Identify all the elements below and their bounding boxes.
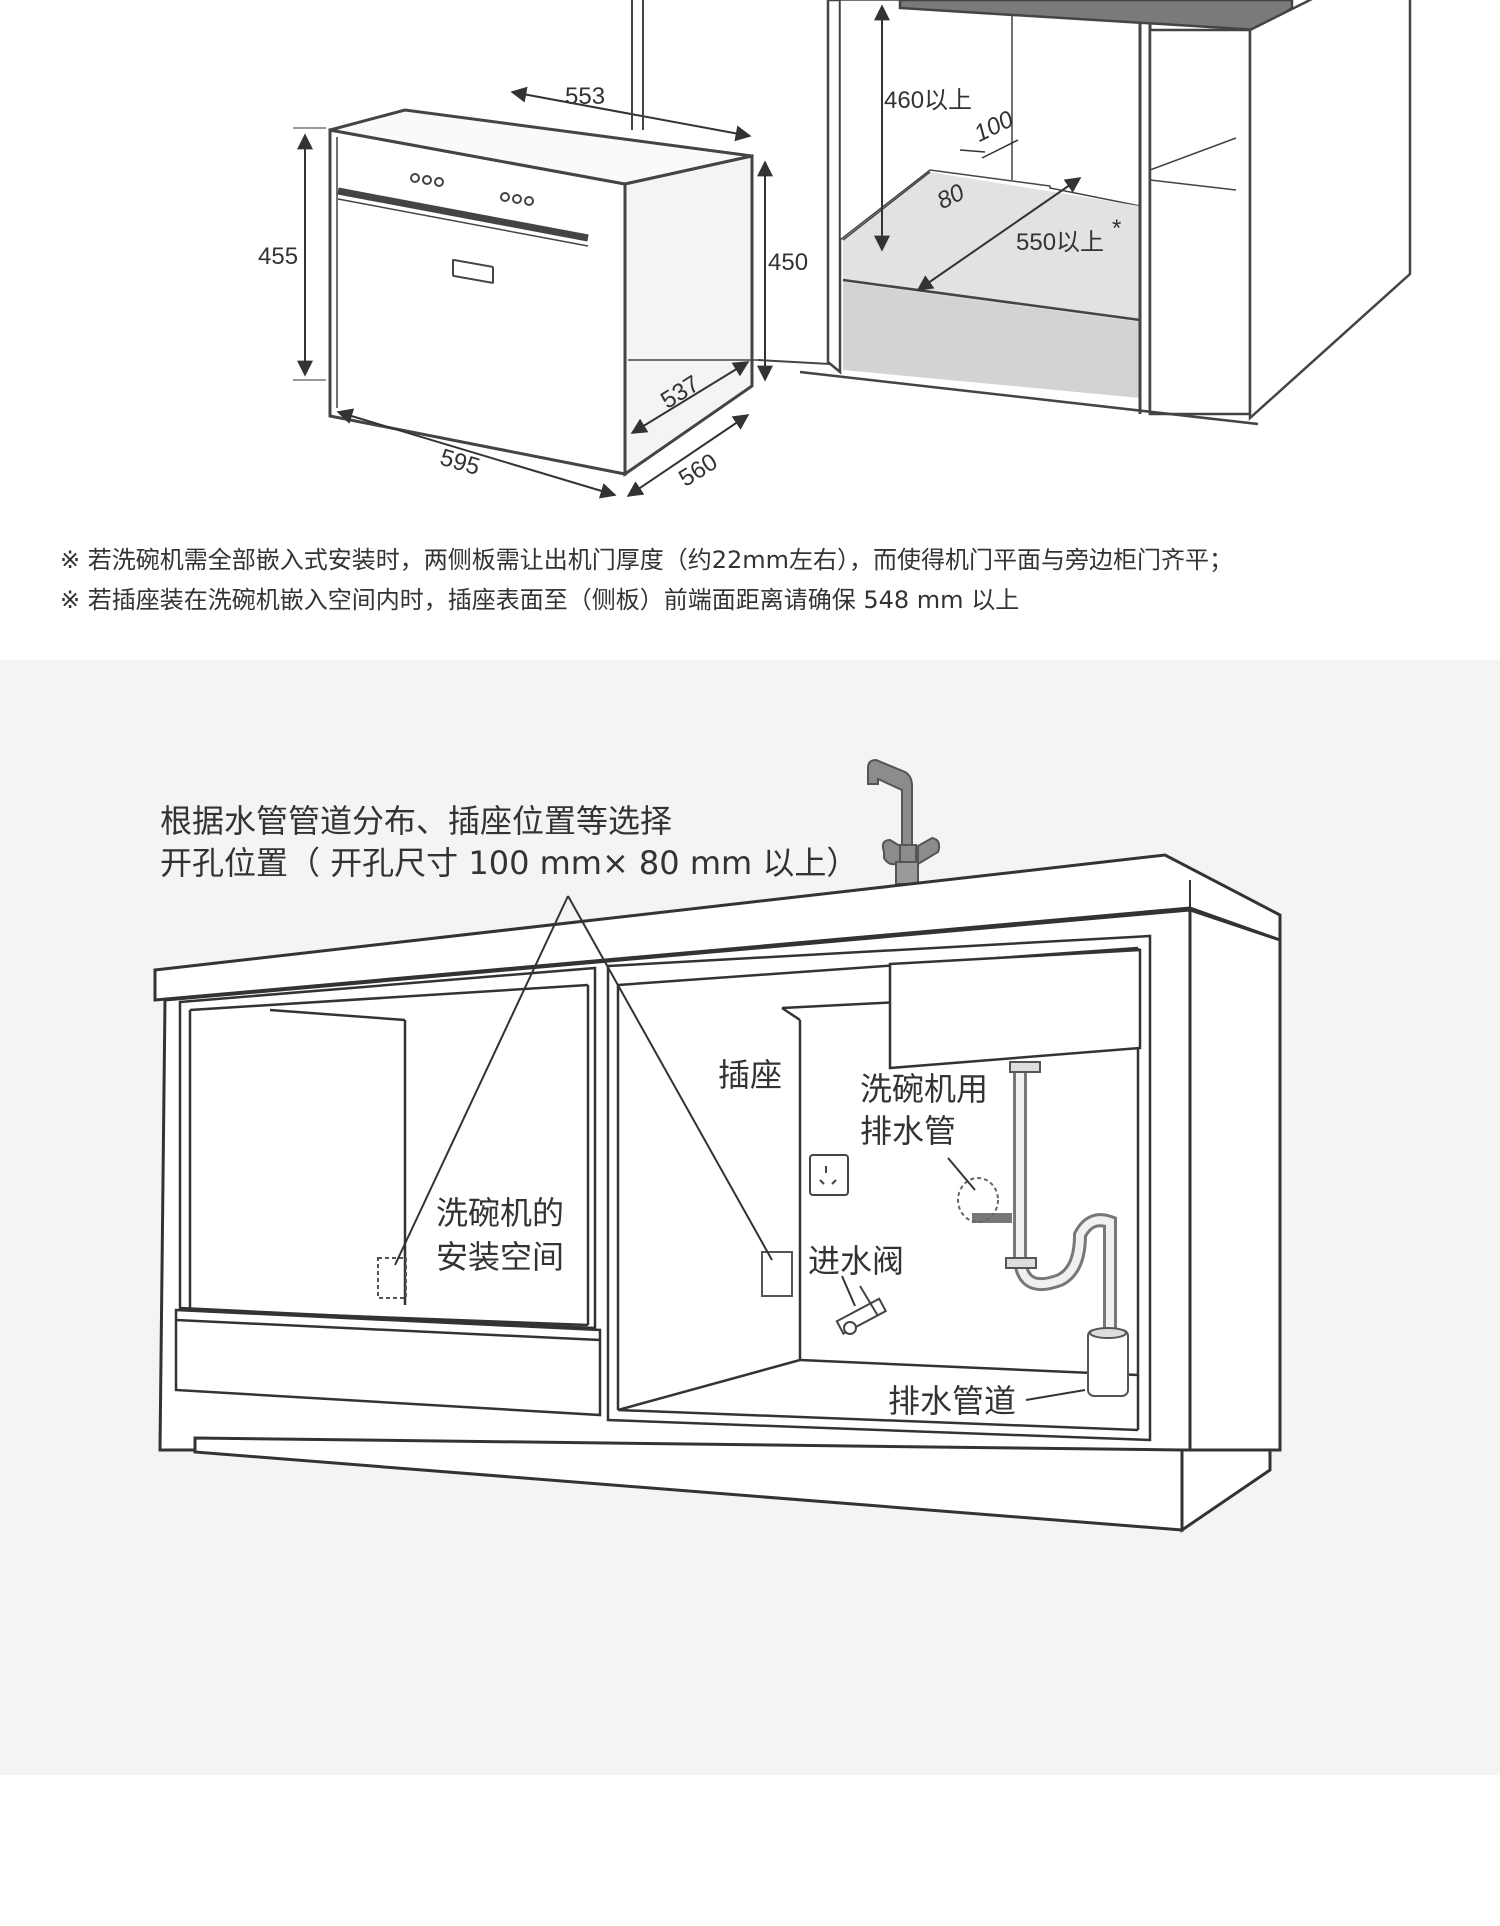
niche-dimension-lines [874, 4, 1082, 291]
dim-460: 460以上 [884, 87, 972, 114]
dim-455: 455 [258, 243, 298, 270]
note-2: ※ 若插座装在洗碗机嵌入空间内时，插座表面至（侧板）前端面距离请确保 548 m… [60, 586, 1020, 614]
control-panel [410, 173, 534, 284]
dishwasher-unit [328, 108, 754, 477]
installation-location-panel [0, 660, 1500, 1775]
dim-550: 550以上 [1016, 229, 1104, 256]
dim-560: 560 [674, 448, 722, 492]
dim-450: 450 [768, 249, 808, 276]
dishwasher-dimension-diagram: 553 455 450 595 537 560 [258, 0, 1412, 499]
dim-553: 553 [565, 83, 605, 110]
note-1: ※ 若洗碗机需全部嵌入式安装时，两侧板需让出机门厚度（约22mm左右），而使得机… [60, 546, 1234, 574]
dim-550-mark: * [1112, 215, 1121, 242]
dim-595: 595 [437, 444, 483, 481]
